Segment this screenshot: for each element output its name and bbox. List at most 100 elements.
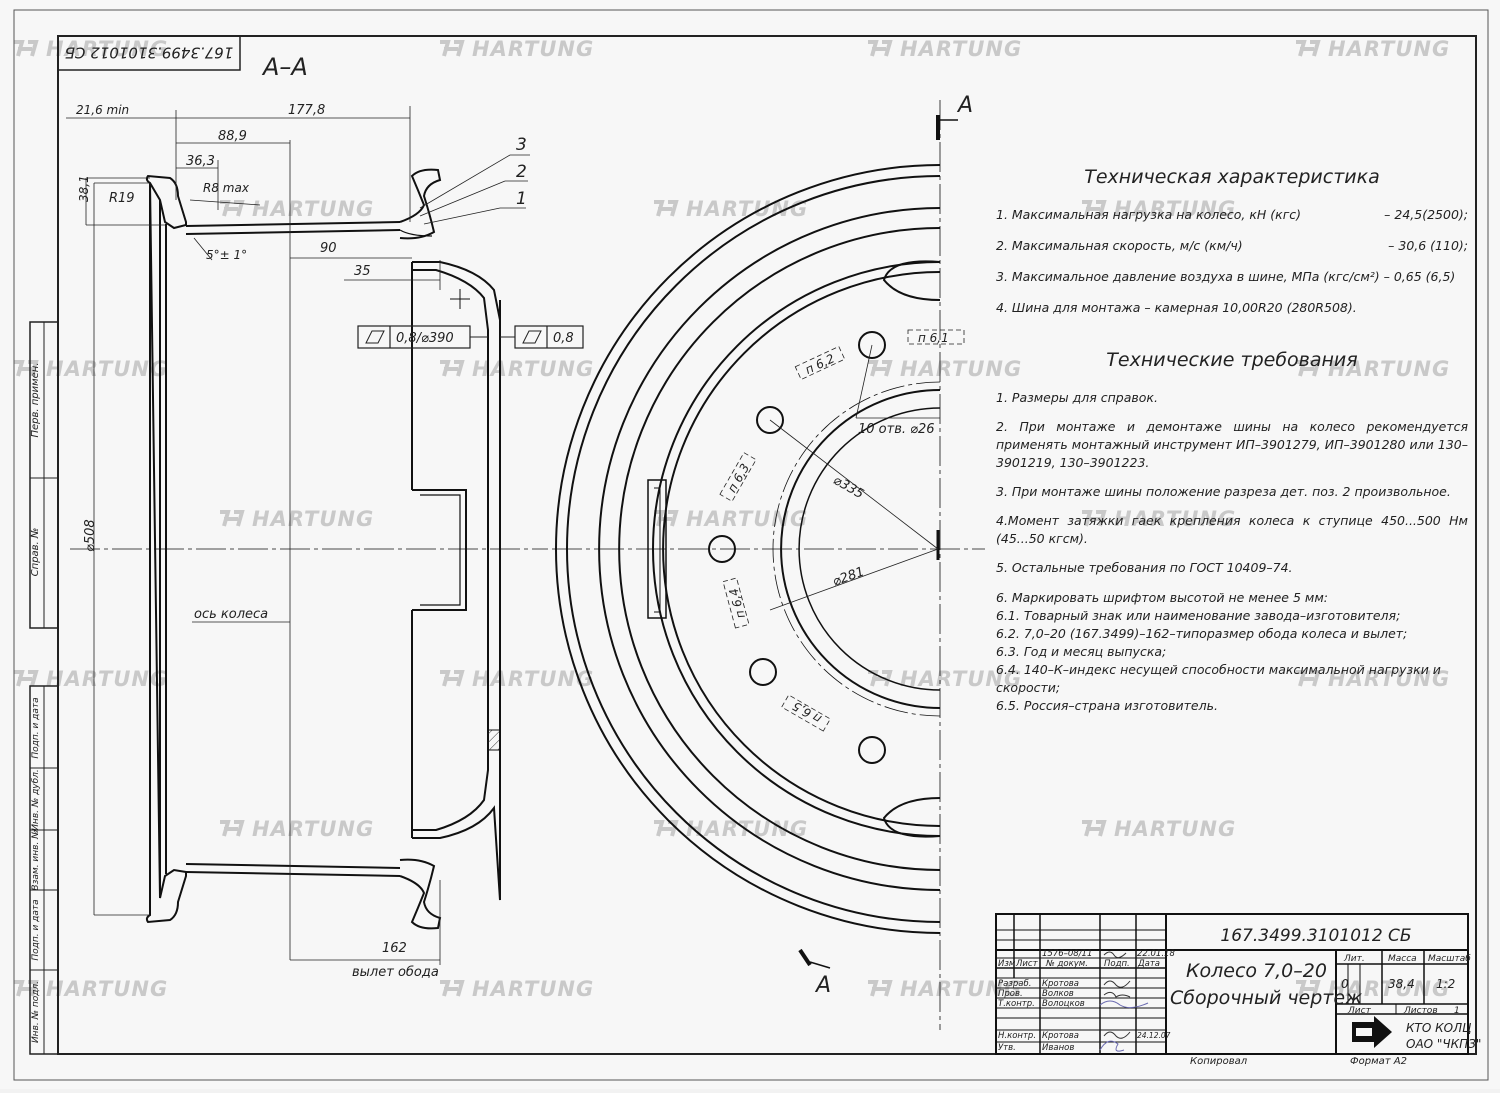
mass-value: 38,4 (1388, 977, 1415, 991)
name-line-1: Колесо 7,0–20 (1186, 960, 1327, 982)
watermark-text: HARTUNG (46, 37, 168, 61)
side-label-5: Взам. инв. № (31, 829, 41, 890)
cut-letter-bottom: А (814, 973, 831, 998)
doc-number: 167.3499.3101012 СБ (1220, 926, 1411, 946)
tech-characteristic-text: 4. Шина для монтажа – камерная 10,00R20 … (996, 299, 1357, 315)
watermark: HARTUNG (1296, 357, 1449, 381)
dim-335: ⌀335 (830, 473, 866, 502)
watermark: HARTUNG (14, 977, 167, 1001)
p-6-4: п 6,4 (726, 587, 747, 620)
watermark: HARTUNG (868, 37, 1022, 61)
watermark-text: HARTUNG (900, 977, 1022, 1001)
dim-5deg: 5°± 1° (206, 248, 247, 262)
hdr-sheets: Листов (1403, 1006, 1438, 1016)
tolerance-frame-2: 0,8 (500, 325, 584, 349)
dim-21-6: 21,6 min (76, 103, 129, 117)
role-1: Разраб. (998, 979, 1031, 989)
marking-item: 6.3. Год и месяц выпуска; (996, 643, 1167, 659)
signatures (1099, 951, 1149, 1052)
tech-characteristic-item: 1. Максимальная нагрузка на колесо, кН (… (996, 206, 1468, 224)
watermark-logo-icon (14, 40, 39, 57)
date-small: 24.12.07 (1137, 1031, 1171, 1040)
tech-characteristic-item: 4. Шина для монтажа – камерная 10,00R20 … (996, 299, 1468, 317)
dim-38-1: 38,1 (77, 175, 91, 202)
watermark-text: HARTUNG (252, 197, 374, 221)
hdr-mass: Масса (1388, 954, 1417, 964)
marking-item: 6.4. 140–К–индекс несущей способности ма… (996, 662, 1441, 696)
org-2: ОАО "ЧКПЗ" (1406, 1037, 1481, 1051)
hdr-list: Лист (1015, 959, 1039, 969)
watermark-logo-icon (1082, 200, 1107, 217)
watermark-logo-icon (440, 360, 465, 377)
watermark-text: HARTUNG (472, 977, 594, 1001)
hdr-lit: Лит. (1343, 954, 1365, 964)
name-3: Волоцков (1042, 999, 1085, 1009)
watermark-text: HARTUNG (900, 357, 1022, 381)
tech-requirement-item: 1. Размеры для справок. (996, 389, 1158, 405)
tech-characteristic-text: 2. Максимальная скорость, м/с (км/ч) (996, 237, 1243, 253)
revision-doc: 1576–08/11 (1042, 949, 1092, 959)
watermark-text: HARTUNG (900, 37, 1022, 61)
company-logo (1352, 1016, 1392, 1048)
tech-characteristic-item: 2. Максимальная скорость, м/с (км/ч)– 30… (996, 237, 1468, 255)
watermark-text: HARTUNG (1114, 817, 1236, 841)
lit-value: 0 (1341, 977, 1349, 991)
title-block (995, 913, 1469, 1055)
section-label: А–А (261, 53, 308, 81)
watermark-text: HARTUNG (252, 507, 374, 531)
watermark: HARTUNG (220, 197, 374, 221)
watermark: HARTUNG (440, 357, 593, 381)
hdr-date: Дата (1137, 959, 1160, 969)
tech-characteristics-title: Техническая характеристика (1084, 166, 1380, 188)
watermark-logo-icon (654, 200, 679, 217)
axis-label: ось колеса (194, 607, 268, 622)
dim-90: 90 (320, 241, 337, 256)
dim-162: 162 (382, 941, 407, 956)
watermark-text: HARTUNG (1114, 197, 1236, 221)
role-6: Утв. (998, 1043, 1016, 1053)
dim-88-9: 88,9 (218, 129, 247, 144)
watermark-logo-icon (440, 670, 465, 687)
watermark: HARTUNG (14, 37, 168, 61)
notes-panel: Техническая характеристика 1. Максимальн… (996, 160, 1468, 715)
tech-requirement-item: 5. Остальные требования по ГОСТ 10409–74… (996, 560, 1293, 576)
side-label-1: Перв. примен. (30, 362, 41, 437)
holes-label: 10 отв. ⌀26 (858, 422, 935, 437)
role-5: Н.контр. (998, 1031, 1036, 1041)
watermark: HARTUNG (868, 667, 1021, 691)
watermark-logo-icon (440, 980, 465, 997)
watermark: HARTUNG (440, 977, 594, 1001)
watermark: HARTUNG (1082, 197, 1236, 221)
pos-2: 2 (516, 162, 527, 182)
front-view (552, 100, 985, 1030)
dim-281: ⌀281 (831, 564, 867, 589)
tolerance-frame-1: 0,8/⌀390 (357, 325, 488, 349)
watermark: HARTUNG (868, 357, 1022, 381)
tech-requirements-list: 1. Размеры для справок.2. При монтаже и … (996, 389, 1468, 578)
pos-3: 3 (516, 135, 527, 155)
watermark-logo-icon (220, 200, 245, 217)
format-label: Формат А2 (1350, 1056, 1407, 1067)
dim-35: 35 (354, 264, 371, 279)
watermark-logo-icon (220, 820, 245, 837)
side-label-2: Справ. № (30, 528, 41, 577)
watermark-logo-icon (220, 510, 245, 527)
scale-value: 1:2 (1436, 977, 1455, 991)
hdr-podp: Подп. (1104, 959, 1130, 969)
watermark-text: HARTUNG (1328, 667, 1450, 691)
watermark-logo-icon (1296, 670, 1321, 687)
side-label-7: Инв. № подл. (31, 981, 41, 1043)
stamp-number: 167.3499.3101012 СБ (65, 44, 234, 62)
side-label-3: Подп. и дата (31, 697, 41, 758)
watermark: HARTUNG (14, 667, 167, 691)
name-6: Иванов (1042, 1043, 1074, 1053)
role-2: Пров. (998, 989, 1023, 999)
watermark: HARTUNG (440, 667, 593, 691)
outer-frame (13, 9, 1489, 1081)
name-1: Кротова (1042, 979, 1079, 989)
tech-characteristic-value: – 24,5(2500); (1384, 206, 1468, 222)
watermark-text: HARTUNG (252, 817, 374, 841)
side-strip: Перв. примен. Справ. № Подп. и дата Инв.… (29, 321, 59, 1055)
watermark-logo-icon (868, 980, 893, 997)
marking-item: 6.1. Товарный знак или наименование заво… (996, 607, 1401, 623)
